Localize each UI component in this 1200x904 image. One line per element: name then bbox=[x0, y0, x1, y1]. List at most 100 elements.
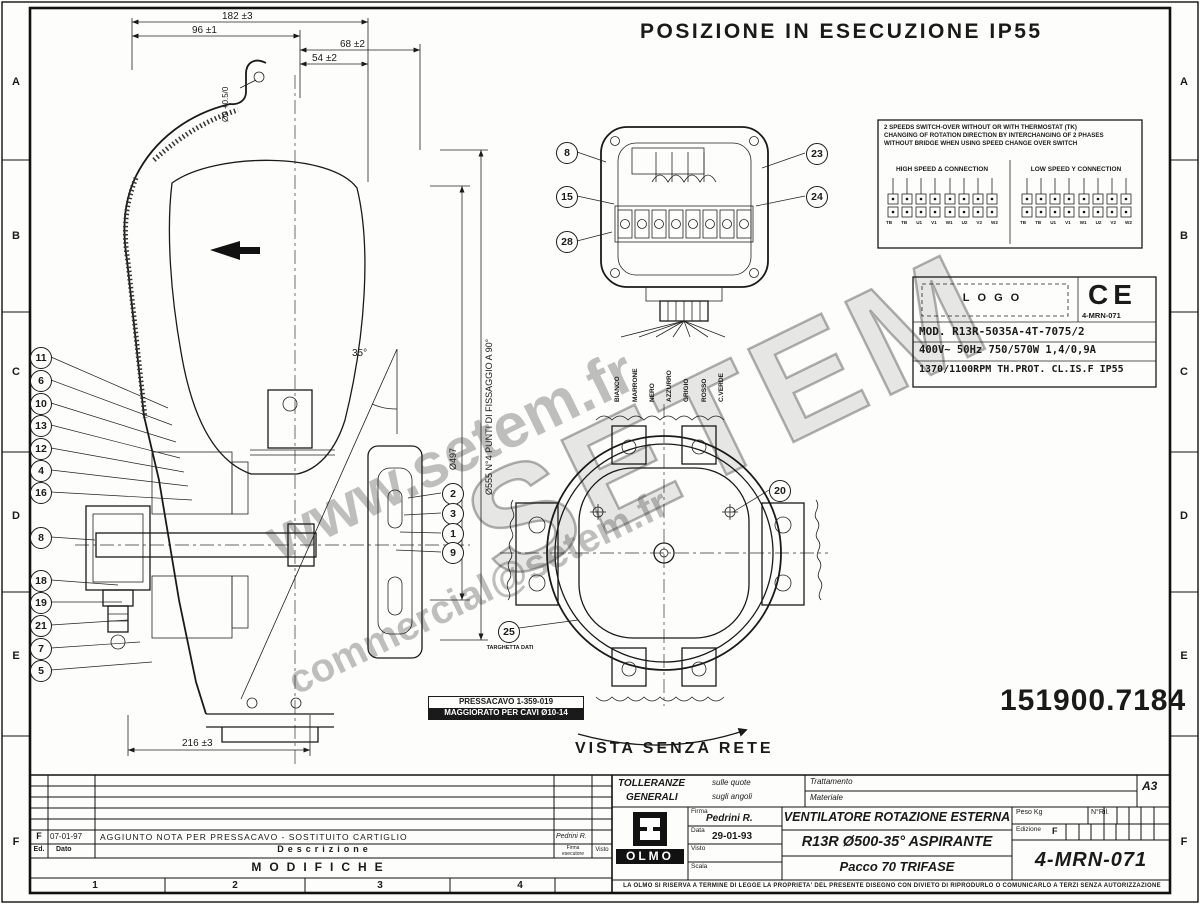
balloon-11: 11 bbox=[30, 347, 52, 369]
dim-182: 182 ±3 bbox=[222, 11, 253, 22]
balloon-8-box: 8 bbox=[556, 142, 578, 164]
wiring-note-line1: 2 SPEEDS SWITCH-OVER WITHOUT OR WITH THE… bbox=[884, 124, 1077, 131]
peso-label: Peso Kg bbox=[1016, 809, 1043, 816]
balloon-15: 15 bbox=[556, 186, 578, 208]
modifiche-row-date: 07-01-97 bbox=[50, 832, 83, 841]
firma-value: Pedrini R. bbox=[706, 813, 753, 824]
nril-label: N°Ril. bbox=[1091, 809, 1109, 816]
balloon-20: 20 bbox=[769, 480, 791, 502]
low-term-2: U1 bbox=[1050, 220, 1057, 225]
balloon-18: 18 bbox=[30, 570, 52, 592]
modifiche-header-visto: Visto bbox=[595, 847, 609, 853]
modifiche-row-firma: Pedrini R. bbox=[556, 833, 587, 840]
high-term-1: TB bbox=[901, 220, 908, 225]
modifiche-row-ed: F bbox=[36, 831, 42, 841]
drawing-title-line2: R13R Ø500-35° ASPIRANTE bbox=[801, 834, 993, 850]
zone-row-f-left: F bbox=[12, 836, 20, 848]
high-term-6: V2 bbox=[976, 220, 983, 225]
high-connection-word: CONNECTION bbox=[944, 166, 989, 173]
low-term-1: TB bbox=[1035, 220, 1042, 225]
modifiche-header-firma: Firma esecutore bbox=[562, 845, 584, 857]
balloon-28: 28 bbox=[556, 231, 578, 253]
balloon-23: 23 bbox=[806, 143, 828, 165]
low-speed-label: LOW SPEED bbox=[1030, 166, 1070, 173]
low-term-5: U2 bbox=[1095, 220, 1102, 225]
tolleranze-angoli: sugli angoli bbox=[712, 792, 753, 801]
modifiche-header-ed: Ed. bbox=[33, 846, 45, 853]
low-term-7: W2 bbox=[1125, 220, 1132, 225]
balloon-25: 25 bbox=[498, 621, 520, 643]
materiale-label: Materiale bbox=[810, 793, 843, 802]
tolleranze-quote: sulle quote bbox=[712, 778, 751, 787]
tolleranze-label-1: TOLLERANZE bbox=[618, 778, 686, 789]
zone-row-e-right: E bbox=[1180, 650, 1188, 662]
dim-68: 68 ±2 bbox=[340, 39, 365, 50]
balloon-13: 13 bbox=[30, 415, 52, 437]
wiring-note-line2: CHANGING OF ROTATION DIRECTION BY INTERC… bbox=[884, 132, 1104, 139]
drawing-code: 4-MRN-071 bbox=[1034, 849, 1148, 871]
edizione-value: F bbox=[1052, 826, 1058, 836]
high-terminal-labels: TB TB U1 V1 W1 U2 V2 W2 bbox=[886, 220, 998, 225]
balloon-5: 5 bbox=[30, 660, 52, 682]
zone-row-f-right: F bbox=[1180, 836, 1188, 848]
zone-col-4: 4 bbox=[517, 880, 523, 891]
wire-label-nero: NERO bbox=[649, 383, 656, 402]
dim-216: 216 ±3 bbox=[182, 738, 213, 749]
flow-arrow-icon bbox=[210, 241, 260, 260]
balloon-10: 10 bbox=[30, 393, 52, 415]
drawing-title-line1: VENTILATORE ROTAZIONE ESTERNA bbox=[783, 810, 1011, 824]
balloon-7: 7 bbox=[30, 638, 52, 660]
wire-label-cverde: C.VERDE bbox=[718, 373, 725, 402]
data-value: 29-01-93 bbox=[712, 831, 753, 842]
page-title: POSIZIONE IN ESECUZIONE IP55 bbox=[640, 20, 1043, 43]
zone-row-a-right: A bbox=[1180, 76, 1188, 88]
front-view-caption: VISTA SENZA RETE bbox=[575, 740, 774, 757]
wire-label-azzurro: AZZURRO bbox=[666, 370, 673, 402]
dim-hole: Ø9 +0.5/0 bbox=[221, 86, 230, 122]
balloon-8-side: 8 bbox=[30, 527, 52, 549]
dim-497: Ø497 bbox=[448, 447, 458, 470]
dim-54: 54 ±2 bbox=[312, 53, 337, 64]
zone-col-1: 1 bbox=[92, 880, 98, 891]
wiring-note-line3: WITHOUT BRIDGE WHEN USING SPEED CHANGE O… bbox=[884, 140, 1078, 147]
zone-row-a-left: A bbox=[12, 76, 20, 88]
side-view-linework bbox=[50, 18, 488, 765]
title-block-grid bbox=[30, 774, 1170, 893]
zone-row-e-left: E bbox=[12, 650, 20, 662]
firma-label: Firma bbox=[691, 808, 708, 815]
high-term-4: W1 bbox=[945, 220, 953, 225]
wire-label-rosso: ROSSO bbox=[701, 378, 708, 402]
low-speed-header: LOW SPEED Y CONNECTION bbox=[1020, 166, 1132, 173]
low-term-3: V1 bbox=[1065, 220, 1071, 225]
dim-555: Ø555 N°4 PUNTI DI FISSAGGIO A 90° bbox=[484, 338, 494, 495]
high-speed-label: HIGH SPEED bbox=[895, 166, 937, 173]
high-term-2: U1 bbox=[916, 220, 923, 225]
wire-label-bianco: BIANCO bbox=[614, 376, 621, 402]
modifiche-header-date: Dato bbox=[56, 846, 72, 853]
front-view-linework bbox=[500, 404, 828, 746]
nameplate-electrical-line: 400V~ 50Hz 750/570W 1,4/0,9A bbox=[919, 344, 1097, 356]
wire-label-grigio: GRIGIO bbox=[683, 378, 690, 402]
tolleranze-label-2: GENERALI bbox=[626, 792, 678, 803]
delta-symbol: Δ bbox=[937, 166, 943, 173]
dim-96: 96 ±1 bbox=[192, 25, 217, 36]
trattamento-label: Trattamento bbox=[810, 777, 853, 786]
high-term-3: V1 bbox=[931, 220, 937, 225]
zone-row-c-right: C bbox=[1180, 366, 1188, 378]
data-label: Data bbox=[691, 827, 705, 834]
high-term-7: W2 bbox=[991, 220, 998, 225]
zone-col-2: 2 bbox=[232, 880, 238, 891]
low-term-4: W1 bbox=[1079, 220, 1087, 225]
targhetta-label: TARGHETTA DATI bbox=[486, 645, 534, 651]
modifiche-row-desc: AGGIUNTO NOTA PER PRESSACAVO - SOSTITUIT… bbox=[100, 832, 408, 842]
high-term-0: TB bbox=[886, 220, 893, 225]
zone-row-b-right: B bbox=[1180, 230, 1188, 242]
high-speed-header: HIGH SPEED Δ CONNECTION bbox=[886, 166, 998, 173]
zone-col-3: 3 bbox=[377, 880, 383, 891]
terminal-box-linework bbox=[576, 126, 806, 338]
nameplate-code: 4-MRN-071 bbox=[1082, 311, 1121, 320]
legal-footer: LA OLMO SI RISERVA A TERMINE DI LEGGE LA… bbox=[623, 883, 1161, 889]
zone-row-d-right: D bbox=[1180, 510, 1188, 522]
balloon-21: 21 bbox=[30, 615, 52, 637]
